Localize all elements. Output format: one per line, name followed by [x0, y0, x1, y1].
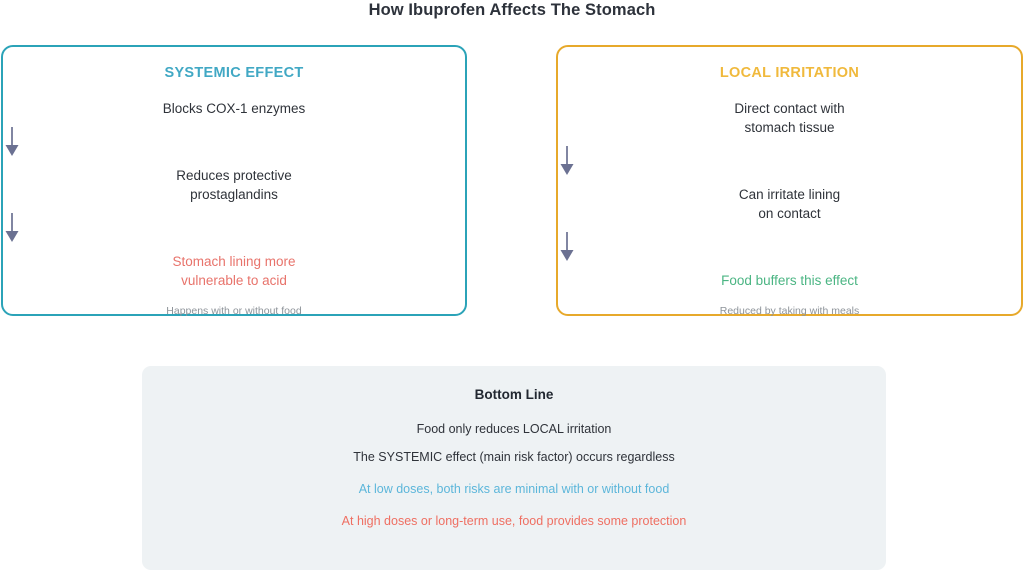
step-systemic-3: Stomach lining more vulnerable to acid: [3, 252, 465, 290]
step-systemic-2-line1: Reduces protective: [176, 168, 292, 183]
step-local-3: Food buffers this effect: [558, 271, 1021, 290]
bottom-line-item-2: The SYSTEMIC effect (main risk factor) o…: [353, 450, 675, 464]
footnote-local: Reduced by taking with meals: [719, 305, 860, 317]
bottom-line-item-3: At low doses, both risks are minimal wit…: [358, 482, 670, 496]
bottom-line-panel: Bottom Line Food only reduces LOCAL irri…: [142, 366, 886, 570]
step-local-1: Direct contact with stomach tissue: [558, 99, 1021, 137]
footnote-systemic: Happens with or without food: [166, 305, 302, 317]
step-systemic-3-line1: Stomach lining more: [172, 254, 296, 269]
step-local-2-line2: on contact: [758, 206, 821, 221]
step-local-2-line1: Can irritate lining: [738, 187, 841, 202]
step-local-2: Can irritate lining on contact: [558, 185, 1021, 223]
page-title: How Ibuprofen Affects The Stomach: [368, 1, 656, 19]
step-systemic-1-line1: Blocks COX-1 enzymes: [162, 101, 306, 116]
bottom-line-title: Bottom Line: [474, 387, 554, 402]
step-systemic-2: Reduces protective prostaglandins: [3, 166, 465, 204]
panel-local-irritation: LOCAL IRRITATION Direct contact with sto…: [556, 45, 1023, 317]
step-local-1-line2: stomach tissue: [744, 120, 835, 135]
panel-heading-systemic: SYSTEMIC EFFECT: [164, 65, 304, 81]
panels-row: SYSTEMIC EFFECT Blocks COX-1 enzymes Red…: [0, 45, 1024, 318]
panel-systemic-effect: SYSTEMIC EFFECT Blocks COX-1 enzymes Red…: [1, 45, 467, 317]
arrow-down-icon: [558, 232, 1021, 262]
arrow-down-icon: [558, 146, 1021, 176]
step-systemic-2-line2: prostaglandins: [190, 187, 278, 202]
arrow-down-icon: [3, 127, 465, 157]
step-systemic-3-line2: vulnerable to acid: [181, 273, 287, 288]
step-local-1-line1: Direct contact with: [734, 101, 845, 116]
arrow-down-icon: [3, 213, 465, 243]
step-systemic-1: Blocks COX-1 enzymes: [3, 99, 465, 118]
bottom-line-item-4: At high doses or long-term use, food pro…: [341, 514, 687, 528]
bottom-line-item-1: Food only reduces LOCAL irritation: [416, 422, 612, 436]
step-local-3-line1: Food buffers this effect: [721, 273, 858, 288]
panel-heading-local: LOCAL IRRITATION: [719, 65, 860, 81]
